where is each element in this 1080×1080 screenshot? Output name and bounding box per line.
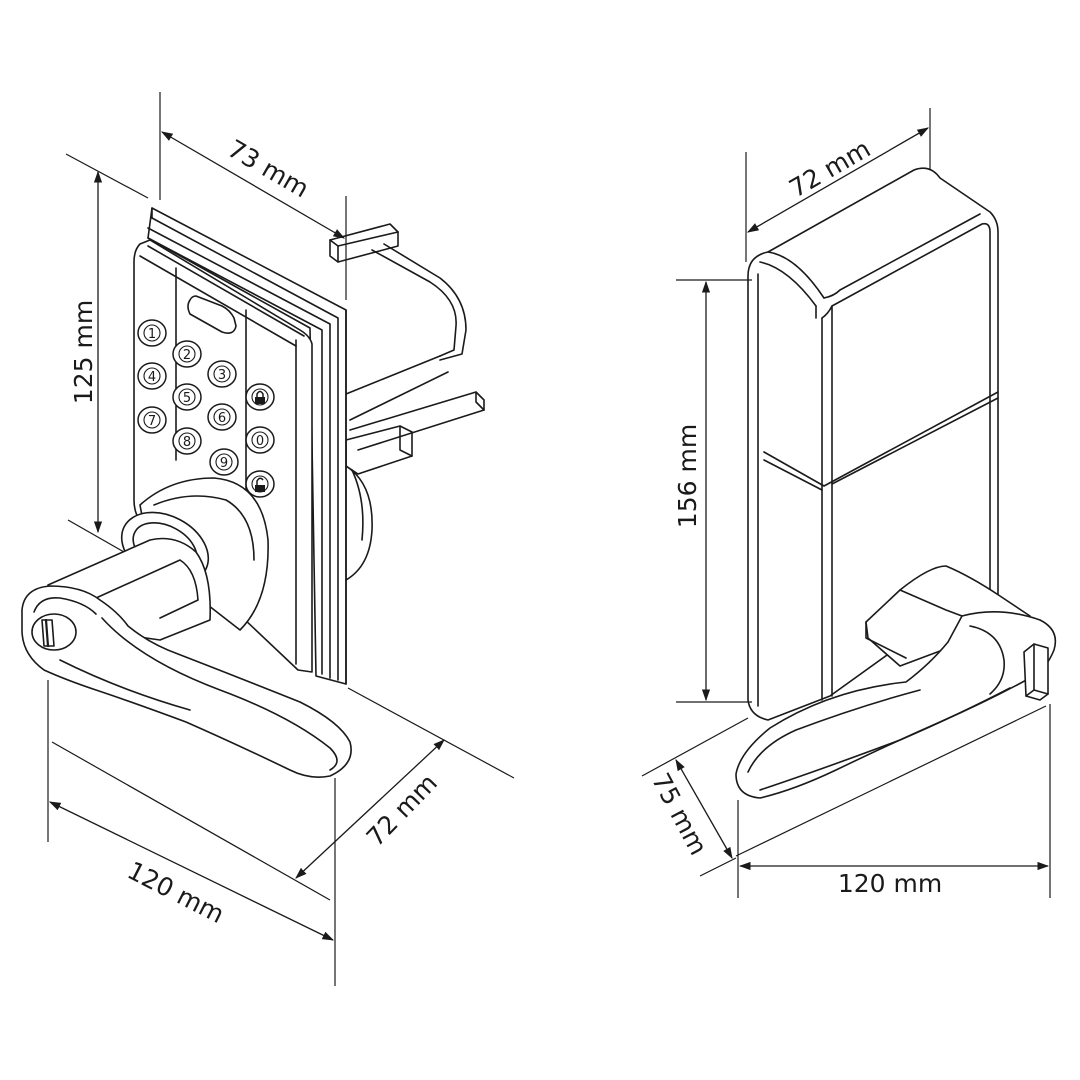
key-slot: [44, 618, 50, 648]
svg-text:72 mm: 72 mm: [361, 768, 443, 852]
svg-text:9: 9: [220, 456, 228, 471]
right-lock-view: 72 mm 156 mm 75 mm 120 mm: [641, 108, 1057, 898]
svg-text:2: 2: [183, 348, 191, 363]
svg-text:4: 4: [148, 370, 156, 385]
svg-text:1: 1: [148, 327, 156, 342]
svg-text:156 mm: 156 mm: [673, 424, 702, 528]
dim-depth-72: 72 mm: [295, 687, 515, 879]
dim-right-depth-75: 75 mm: [641, 717, 749, 877]
svg-text:120 mm: 120 mm: [838, 869, 942, 898]
key-6[interactable]: 6: [207, 403, 237, 431]
svg-text:73 mm: 73 mm: [223, 134, 314, 203]
key-8[interactable]: 8: [172, 427, 202, 455]
mounting-plates: [147, 207, 347, 685]
dim-height-125: 125 mm: [65, 153, 149, 553]
svg-text:7: 7: [148, 414, 156, 429]
svg-text:8: 8: [183, 435, 191, 450]
key-1[interactable]: 1: [137, 319, 167, 347]
svg-text:120 mm: 120 mm: [123, 856, 229, 929]
svg-text:6: 6: [218, 411, 226, 426]
key-lock[interactable]: [245, 383, 275, 411]
left-lock-view: 1 2 3 4 5 6 7: [21, 92, 515, 986]
key-3[interactable]: 3: [207, 360, 237, 388]
dim-right-length-120: 120 mm: [735, 704, 1051, 898]
lever-handle: [21, 477, 352, 778]
display-window: [187, 295, 237, 334]
key-7[interactable]: 7: [137, 406, 167, 434]
svg-text:0: 0: [256, 434, 264, 449]
key-9[interactable]: 9: [209, 448, 239, 476]
right-lever-handle: [735, 565, 1057, 799]
svg-text:125 mm: 125 mm: [69, 300, 98, 404]
lock-icon: [255, 390, 265, 404]
key-4[interactable]: 4: [137, 362, 167, 390]
key-unlock[interactable]: [245, 470, 275, 498]
svg-text:3: 3: [218, 368, 226, 383]
unlock-icon: [255, 477, 265, 492]
key-2[interactable]: 2: [172, 340, 202, 368]
keypad: 1 2 3 4 5 6 7: [137, 319, 275, 498]
key-5[interactable]: 5: [172, 383, 202, 411]
key-0[interactable]: 0: [245, 426, 275, 454]
svg-text:75 mm: 75 mm: [646, 768, 713, 860]
dim-right-height-156: 156 mm: [673, 279, 752, 703]
svg-text:72 mm: 72 mm: [784, 134, 875, 203]
svg-text:5: 5: [183, 391, 191, 406]
latch-assembly: [329, 223, 485, 581]
